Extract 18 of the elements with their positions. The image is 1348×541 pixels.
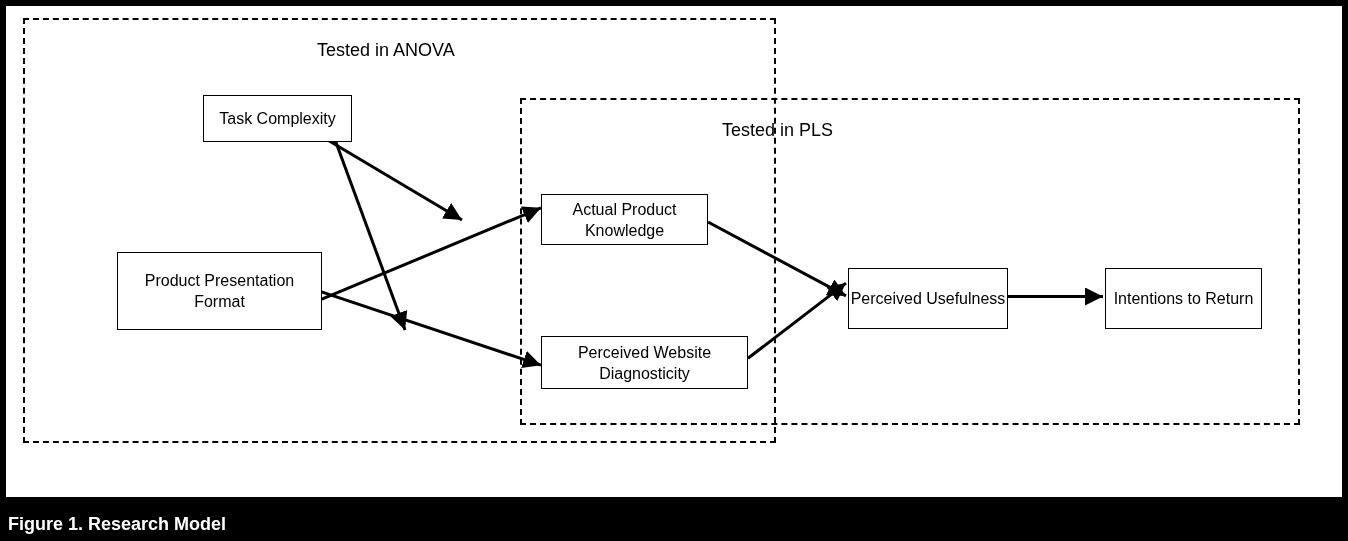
node-label: Product Presentation Format [143, 271, 296, 312]
process-box [541, 194, 708, 245]
node-label: Perceived Website Diagnosticity [576, 342, 713, 384]
arrow [747, 281, 847, 360]
arrow [707, 220, 847, 298]
group-title: Tested in PLS [722, 120, 834, 141]
figure-caption: Figure 1. Research Model [8, 514, 227, 535]
process-box [1105, 268, 1262, 329]
node-label: Intentions to Return [1113, 289, 1254, 309]
process-box [117, 252, 322, 330]
node-label: Actual Product Knowledge [571, 199, 678, 241]
process-box [848, 268, 1008, 329]
process-box [203, 95, 352, 142]
group-title: Tested in ANOVA [317, 40, 455, 61]
node-label: Perceived Usefulness [850, 289, 1006, 309]
arrow [1006, 287, 1103, 306]
process-box [541, 336, 748, 389]
node-label: Task Complexity [219, 109, 336, 129]
